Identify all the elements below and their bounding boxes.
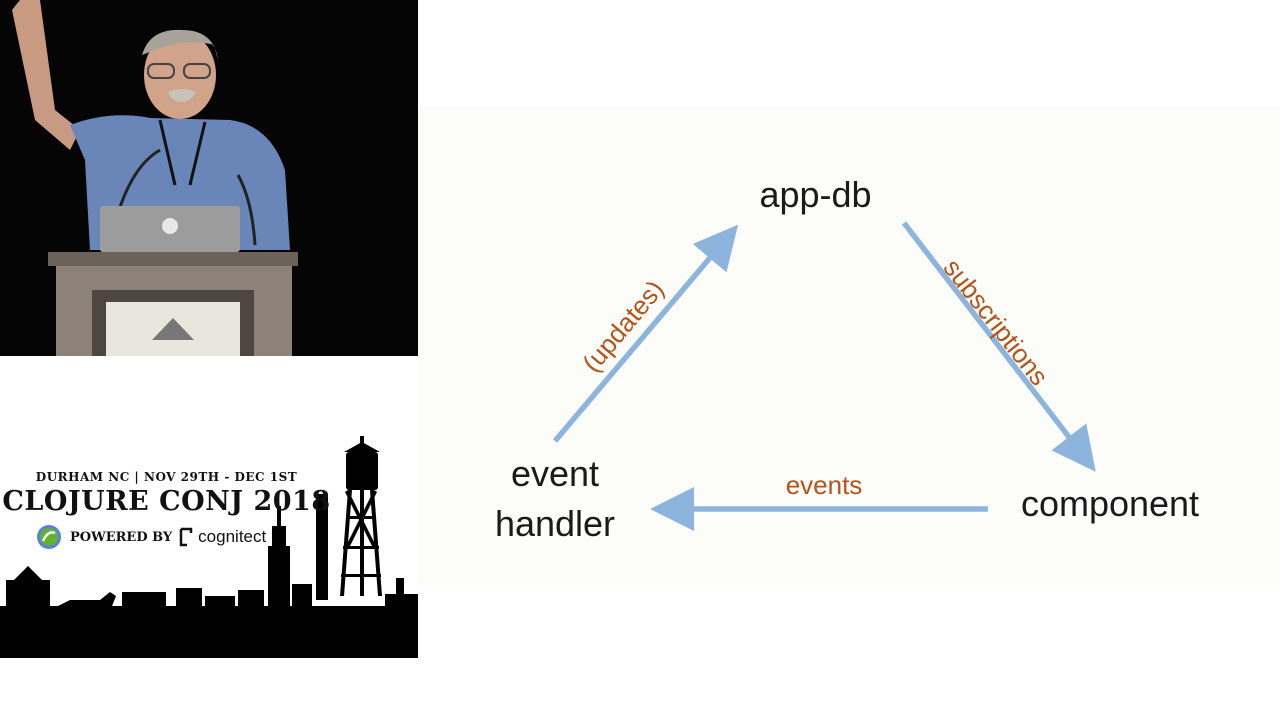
- label-events: events: [785, 470, 863, 500]
- conference-title: CLOJURE CONJ 2018: [2, 486, 331, 517]
- cognitect-logo-icon: [179, 527, 193, 547]
- node-event-handler-line1: event: [510, 453, 600, 494]
- powered-by-label: POWERED BY: [70, 529, 173, 545]
- speaker-illustration: [12, 0, 298, 356]
- node-event-handler-line2: handler: [494, 503, 616, 544]
- node-component: component: [1020, 483, 1200, 524]
- clojure-logo-icon: [37, 525, 61, 549]
- speaker-video: [0, 0, 418, 356]
- arrow-updates: [552, 224, 739, 443]
- conference-branding: DURHAM NC | NOV 29TH - DEC 1ST CLOJURE C…: [0, 356, 418, 720]
- node-event-handler: event handler: [470, 449, 640, 549]
- node-app-db: app-db: [759, 174, 872, 215]
- sponsor-name: cognitect: [198, 527, 267, 546]
- skyline-silhouette: [0, 436, 418, 658]
- conference-date: DURHAM NC | NOV 29TH - DEC 1ST: [35, 470, 298, 484]
- powered-by-line: POWERED BY cognitect: [36, 524, 266, 550]
- arrow-subscriptions: [901, 221, 1096, 472]
- diagram-canvas: [552, 221, 1096, 531]
- slide: app-db component event handler subscript…: [418, 107, 1280, 585]
